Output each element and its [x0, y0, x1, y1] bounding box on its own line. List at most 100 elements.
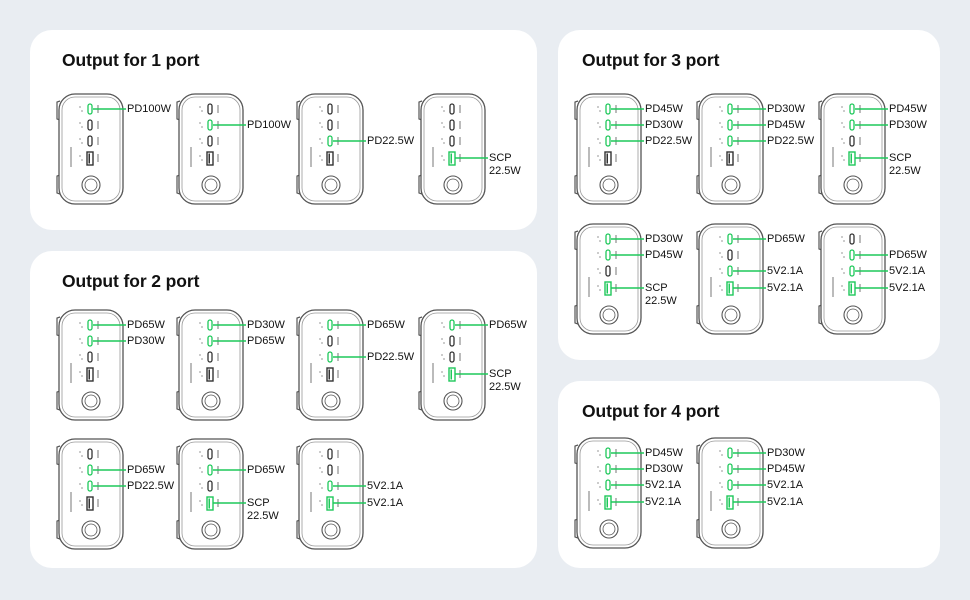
port-text-mark: [337, 450, 339, 458]
power-button-icon: [599, 519, 619, 539]
port-icon-dot: [721, 486, 723, 488]
port-icon-dot: [199, 155, 201, 157]
port-text-mark: [859, 137, 861, 145]
port-icon-dot: [721, 256, 723, 258]
brand-mark: [310, 492, 312, 512]
port-icon-dot: [199, 483, 201, 485]
port-output-label: PD30W: [767, 103, 805, 115]
brand-mark: [710, 277, 712, 297]
port-text-mark: [337, 154, 339, 162]
usb-c-port-2: [849, 249, 855, 261]
port-icon-dot: [719, 285, 721, 287]
port-icon-dot: [721, 289, 723, 291]
usb-c-port-3: [327, 480, 333, 492]
port-output-label: PD30W: [645, 463, 683, 475]
port-output-label: 5V2.1A: [367, 480, 404, 492]
charger-body: [576, 223, 642, 335]
power-button-icon: [81, 175, 101, 195]
usb-c-port-2: [87, 119, 93, 131]
power-button-icon: [201, 520, 221, 540]
usb-c-port-2: [207, 119, 213, 131]
usb-c-port-1: [605, 233, 611, 245]
usb-c-port-1: [449, 103, 455, 115]
usb-c-port-3: [849, 135, 855, 147]
power-button-icon: [201, 391, 221, 411]
port-icon-dot: [321, 159, 323, 161]
usb-c-port-3: [727, 479, 733, 491]
port-icon-dot: [199, 451, 201, 453]
brand-mark: [832, 277, 834, 297]
charger-body: [698, 437, 764, 549]
port-icon-dot: [81, 487, 83, 489]
power-button-icon: [84, 523, 98, 537]
port-icon-dot: [79, 354, 81, 356]
port-icon-dot: [719, 252, 721, 254]
port-icon-dot: [79, 371, 81, 373]
port-icon-dot: [719, 268, 721, 270]
port-icon-dot: [441, 138, 443, 140]
usb-a-port-tongue: [88, 498, 90, 509]
port-output-label: 5V2.1A: [645, 496, 682, 508]
power-button-icon: [81, 391, 101, 411]
port-icon-dot: [443, 326, 445, 328]
usb-c-port-1: [207, 319, 213, 331]
port-output-label: 5V2.1A: [645, 479, 682, 491]
charger-body: [576, 437, 642, 549]
port-icon-dot: [597, 450, 599, 452]
power-button-icon: [443, 391, 463, 411]
port-text-mark: [459, 121, 461, 129]
section-title: Output for 2 port: [62, 271, 200, 291]
charger-body: [298, 438, 364, 550]
port-icon-dot: [443, 342, 445, 344]
port-icon-dot: [319, 155, 321, 157]
port-icon-dot: [79, 122, 81, 124]
port-icon-dot: [597, 252, 599, 254]
port-icon-dot: [719, 499, 721, 501]
port-icon-dot: [79, 483, 81, 485]
port-output-label: PD100W: [247, 119, 292, 131]
port-output-label: 5V2.1A: [767, 265, 804, 277]
usb-a-port-tongue: [88, 369, 90, 380]
port-icon-dot: [599, 256, 601, 258]
port-text-mark: [217, 450, 219, 458]
port-icon-dot: [597, 482, 599, 484]
usb-c-port-1: [327, 448, 333, 460]
port-icon-dot: [721, 126, 723, 128]
charger-body-inner: [301, 312, 361, 418]
power-button-icon: [321, 520, 341, 540]
port-text-mark: [459, 137, 461, 145]
usb-a-port-tongue: [208, 369, 210, 380]
brand-mark: [70, 492, 72, 512]
port-icon-dot: [201, 375, 203, 377]
charger-body-inner: [701, 440, 761, 546]
port-icon-dot: [599, 126, 601, 128]
port-output-label: SCP 22.5W: [889, 152, 921, 177]
port-icon-dot: [199, 354, 201, 356]
port-icon-dot: [321, 455, 323, 457]
port-text-mark: [217, 137, 219, 145]
port-output-label: PD30W: [767, 447, 805, 459]
charger-diagram: PD100W: [176, 93, 306, 207]
port-icon-dot: [721, 454, 723, 456]
usb-a-port-tongue: [328, 369, 330, 380]
power-button-icon: [201, 175, 221, 195]
charger-body: [576, 93, 642, 205]
usb-c-port-2: [207, 335, 213, 347]
port-icon-dot: [841, 106, 843, 108]
usb-c-port-2: [727, 249, 733, 261]
port-icon-dot: [843, 142, 845, 144]
port-icon-dot: [79, 322, 81, 324]
port-icon-dot: [79, 106, 81, 108]
port-icon-dot: [441, 338, 443, 340]
port-output-label: PD65W: [247, 335, 285, 347]
port-icon-dot: [843, 159, 845, 161]
brand-mark: [588, 277, 590, 297]
port-icon-dot: [81, 358, 83, 360]
power-button-icon: [599, 175, 619, 195]
usb-c-port-1: [207, 448, 213, 460]
usb-c-port-1: [327, 319, 333, 331]
